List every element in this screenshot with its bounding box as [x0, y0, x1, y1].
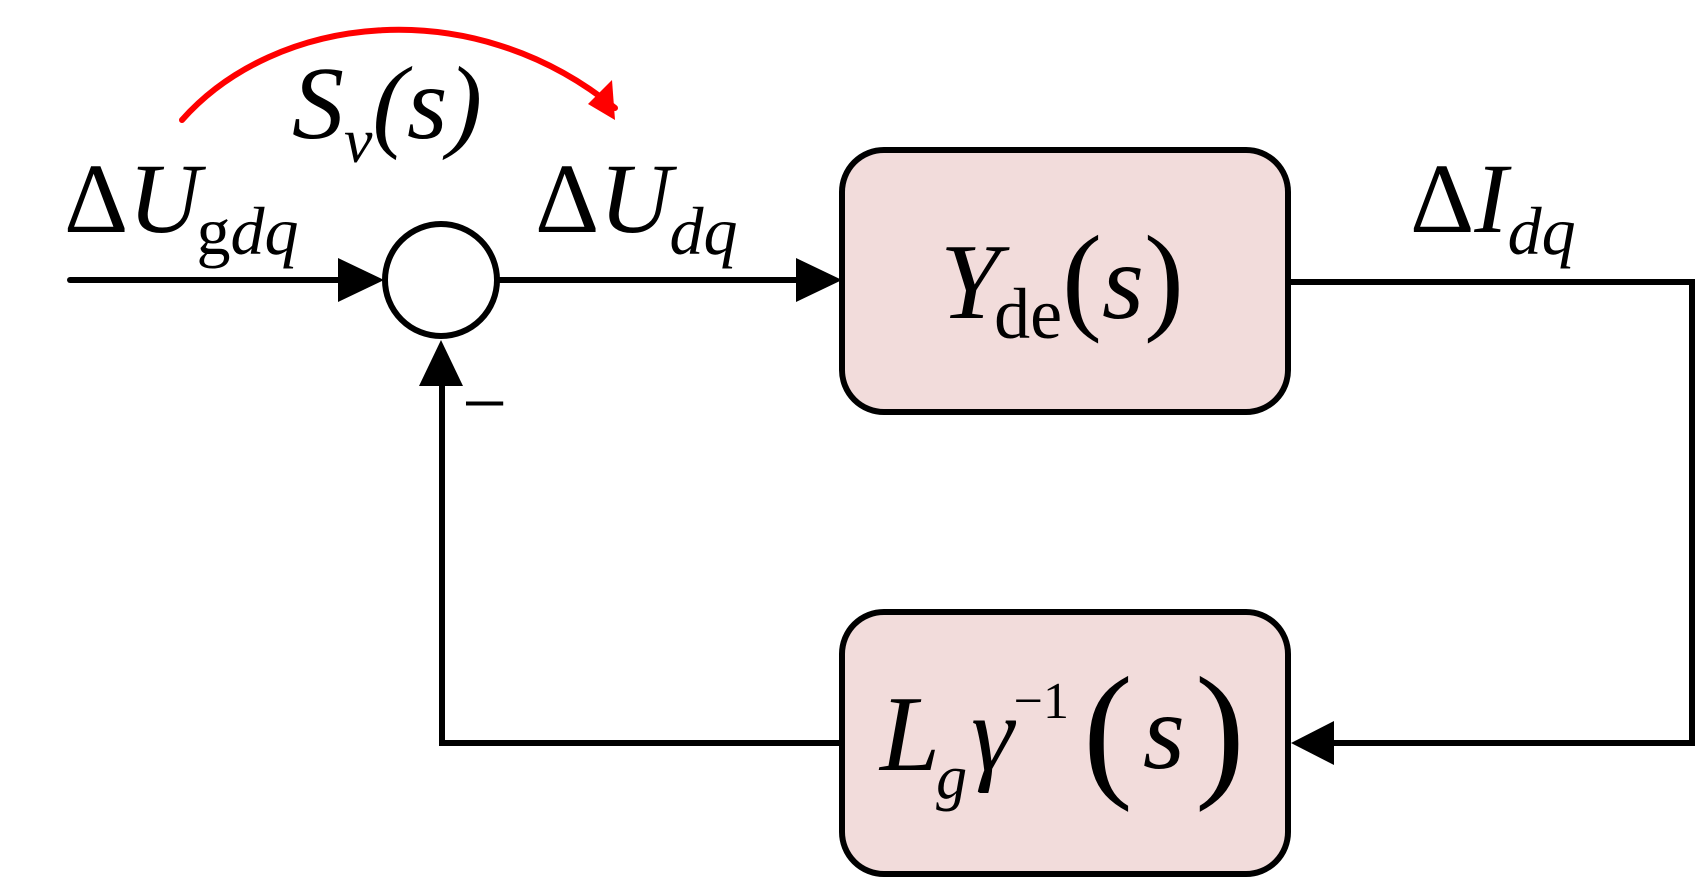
feedback-sup: −1	[1014, 673, 1069, 730]
negative-sign: −	[462, 360, 507, 448]
sensitivity-label-arg: (s)	[372, 46, 482, 161]
input-label: ΔUgdq	[64, 143, 299, 269]
output-feedback-line	[1291, 279, 1695, 746]
feedback-sub-g: g	[936, 744, 967, 812]
feedback-open-paren: (	[1083, 647, 1133, 813]
input-arrowhead	[338, 258, 384, 302]
error-label-sub-dq: dq	[670, 193, 738, 269]
feedback-return-arrowhead	[419, 340, 463, 386]
input-label-sub-dq: dq	[231, 193, 299, 269]
feedback-arrowhead	[1291, 721, 1334, 765]
feedback-return-line	[439, 380, 840, 746]
forward-sub-de: de	[994, 274, 1062, 354]
feedback-block	[839, 609, 1291, 877]
forward-symbol: Y	[940, 223, 1010, 342]
input-label-sub-g: g	[197, 193, 231, 269]
output-label-delta: Δ	[1410, 143, 1474, 254]
input-label-symbol: U	[128, 143, 206, 254]
forward-close-paren: )	[1144, 211, 1184, 344]
error-label-symbol: U	[599, 143, 677, 254]
feedback-close-paren: )	[1195, 647, 1245, 813]
feedback-gamma: γ	[971, 675, 1016, 794]
input-label-delta: Δ	[64, 143, 128, 254]
forward-arg: s	[1102, 223, 1144, 342]
sensitivity-label: Sv(s)	[292, 46, 482, 176]
error-label: ΔUdq	[535, 143, 738, 269]
output-label-sub-dq: dq	[1508, 193, 1576, 269]
forward-open-paren: (	[1062, 211, 1102, 344]
error-arrowhead	[796, 258, 842, 302]
sensitivity-label-symbol: S	[292, 46, 344, 161]
forward-block-label: Yde(s)	[940, 211, 1184, 354]
sensitivity-label-sub: v	[344, 105, 373, 176]
feedback-block-label: Lgγ−1(s)	[878, 647, 1245, 813]
sensitivity-arrowhead	[588, 80, 615, 120]
forward-block	[839, 147, 1291, 415]
summing-junction	[382, 221, 500, 339]
output-label-symbol: I	[1473, 143, 1512, 254]
error-label-delta: Δ	[535, 143, 599, 254]
output-label: ΔIdq	[1410, 143, 1576, 269]
sensitivity-arrow	[179, 26, 618, 123]
feedback-arg: s	[1143, 673, 1185, 792]
feedback-symbol: L	[878, 675, 940, 794]
